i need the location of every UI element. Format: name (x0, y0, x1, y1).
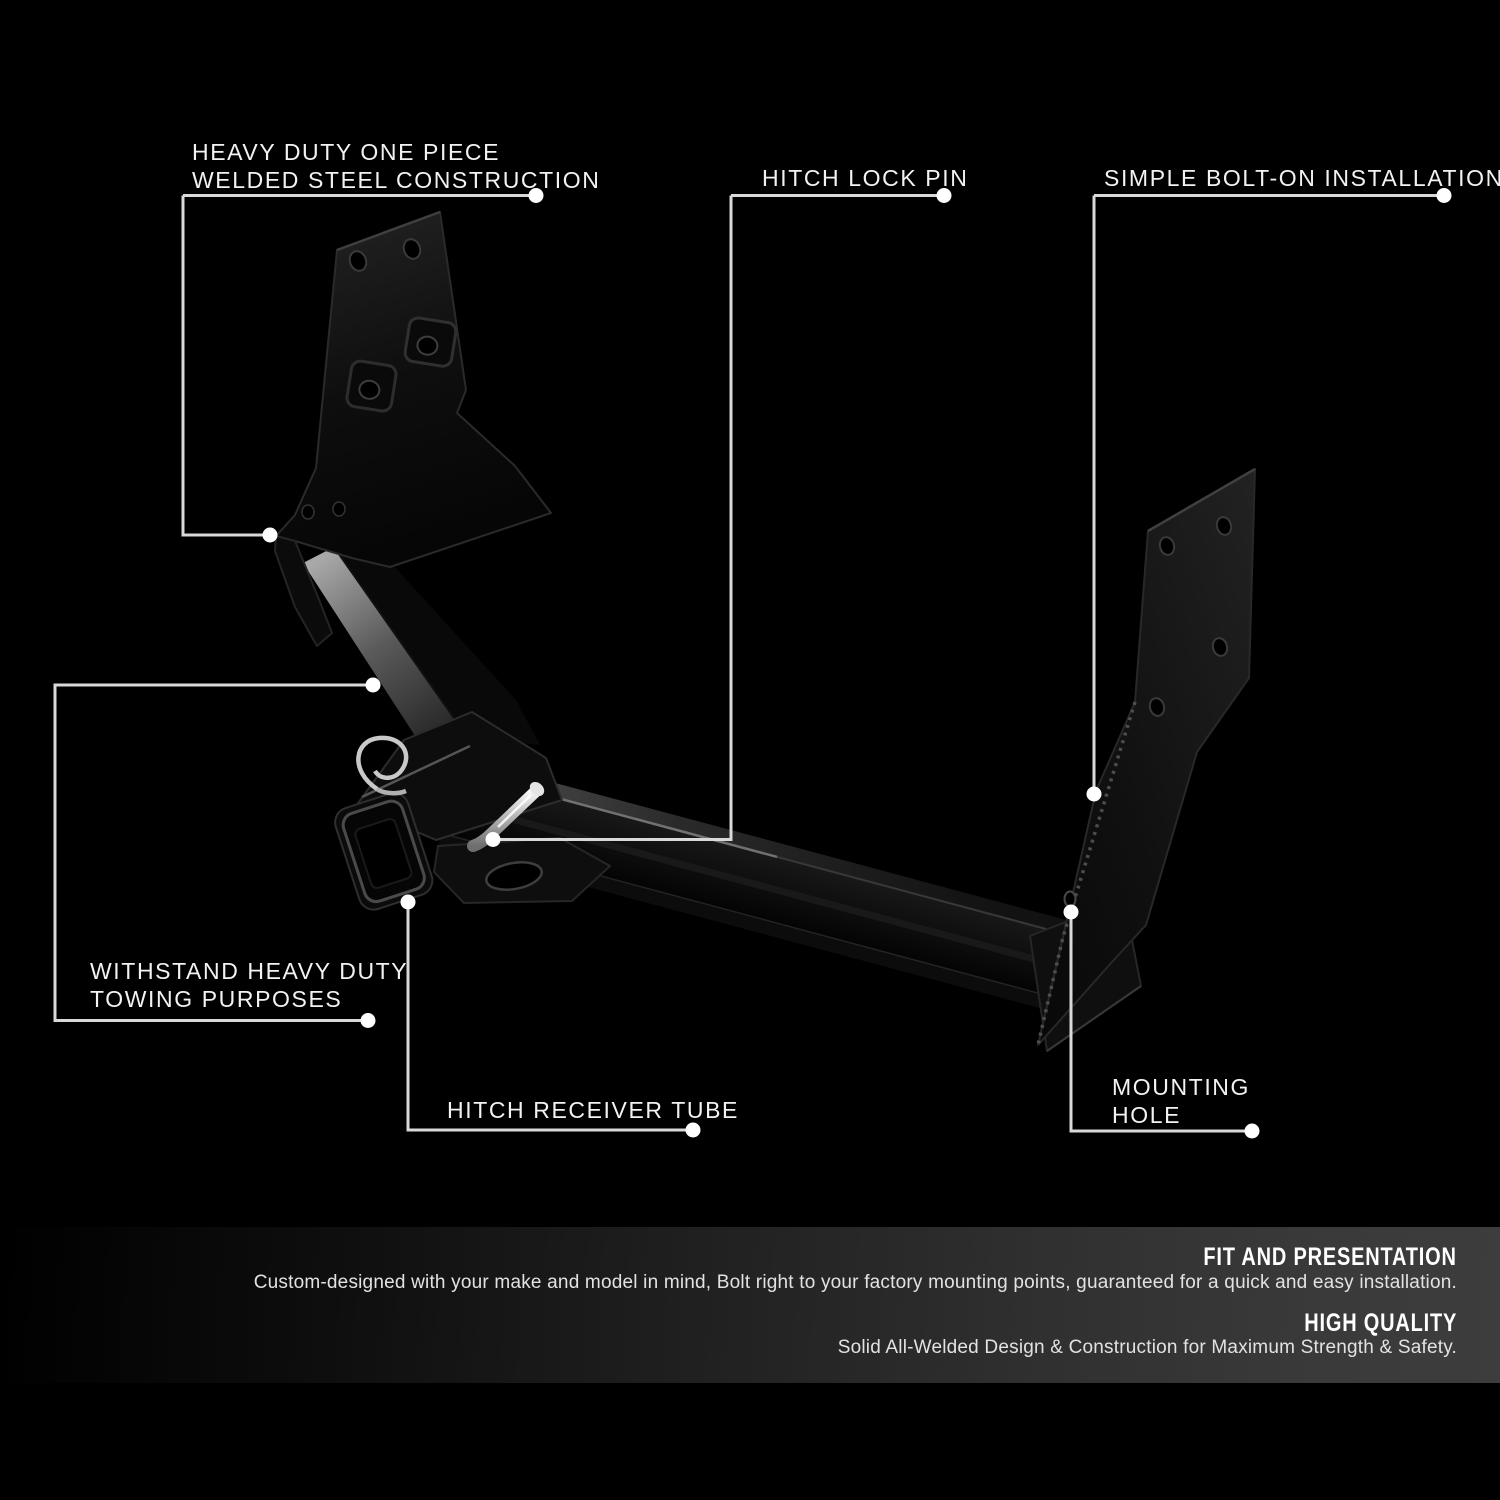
info-heading-text: FIT AND PRESENTATION (1203, 1243, 1457, 1271)
info-heading-text: HIGH QUALITY (1304, 1309, 1457, 1337)
info-body-fit: Custom-designed with your make and model… (253, 1272, 1457, 1293)
label-welded-construction: HEAVY DUTY ONE PIECE WELDED STEEL CONSTR… (192, 138, 600, 194)
info-panel: FIT AND PRESENTATION Custom-designed wit… (0, 1227, 1500, 1383)
info-heading-quality: HIGH QUALITY (1266, 1309, 1457, 1337)
label-line: TOWING PURPOSES (90, 986, 343, 1012)
bolt-hole (1211, 637, 1229, 657)
safety-chain-plate (433, 837, 611, 904)
callout-line-receiver-tube (406, 903, 692, 1132)
bolt-hole (1148, 697, 1166, 717)
label-line: WELDED STEEL CONSTRUCTION (192, 167, 601, 193)
receiver-opening (334, 792, 434, 911)
callout-line-construction (181, 194, 536, 537)
callout-dots (262, 188, 1452, 1139)
callout-line-towing (53, 683, 372, 1022)
label-bolt-on-installation: SIMPLE BOLT-ON INSTALLATION (1104, 165, 1500, 191)
weld-nut-plate (345, 359, 398, 413)
label-line: MOUNTING (1112, 1074, 1251, 1100)
bolt-hole (332, 501, 346, 517)
pin-clip (356, 735, 409, 791)
label-line: WITHSTAND HEAVY DUTY (90, 958, 409, 984)
info-heading-fit: FIT AND PRESENTATION (1140, 1243, 1457, 1271)
bolt-hole (1158, 536, 1176, 556)
callout-line-lock-pin (494, 194, 944, 841)
info-body-quality: Solid All-Welded Design & Construction f… (837, 1337, 1457, 1358)
label-line: HEAVY DUTY ONE PIECE (192, 139, 501, 165)
label-heavy-duty-towing: WITHSTAND HEAVY DUTY TOWING PURPOSES (90, 957, 408, 1013)
weld-nut-plate (403, 316, 458, 368)
chain-hole (485, 861, 543, 891)
left-plate-fold (274, 535, 333, 647)
callout-line-bolt-on (1092, 194, 1444, 793)
right-mounting-plate (1036, 467, 1256, 1046)
left-mounting-plate (274, 210, 552, 647)
label-mounting-hole: MOUNTING HOLE (1112, 1073, 1250, 1129)
callout-line-mounting-hole (1069, 913, 1251, 1133)
label-line: HOLE (1112, 1102, 1182, 1128)
bolt-hole (402, 238, 422, 260)
label-hitch-lock-pin: HITCH LOCK PIN (762, 165, 969, 191)
label-receiver-tube: HITCH RECEIVER TUBE (447, 1097, 739, 1123)
weld-seam (1036, 701, 1137, 1046)
bolt-hole (348, 250, 368, 272)
bolt-hole (1215, 516, 1233, 536)
bolt-hole (301, 504, 315, 520)
